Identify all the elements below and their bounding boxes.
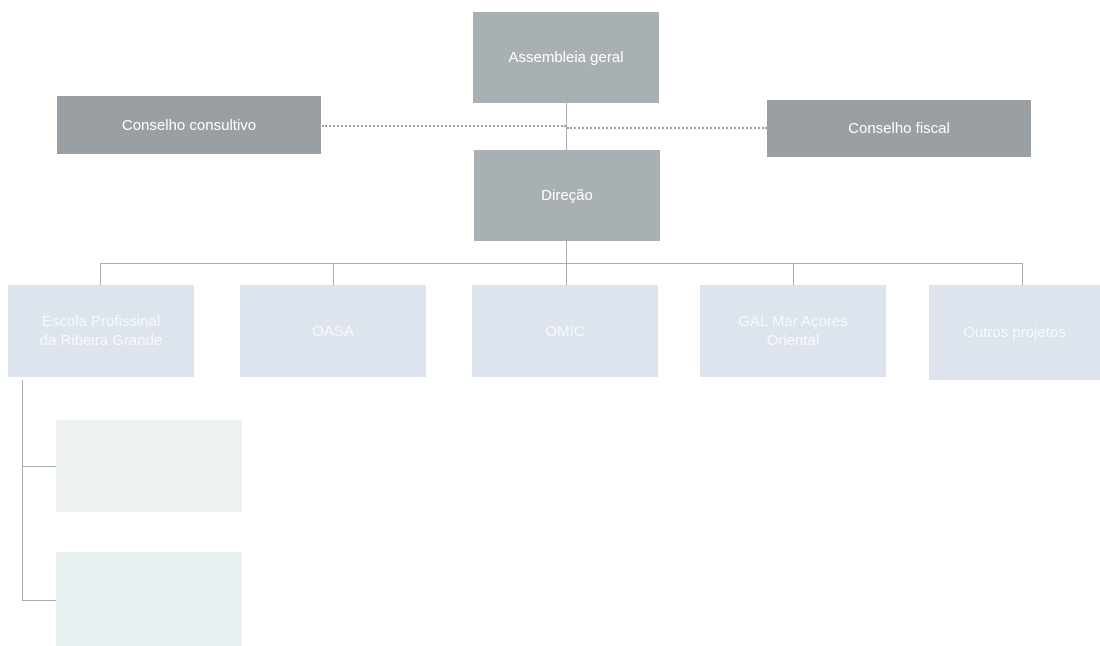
connector-units-bar bbox=[100, 263, 1023, 264]
subunit-box-2 bbox=[56, 552, 242, 646]
connector-subunit-1 bbox=[22, 466, 56, 467]
unit-box-outros-projetos: Outros projetos bbox=[929, 285, 1100, 380]
fiscal-board-box: Conselho fiscal bbox=[767, 100, 1031, 157]
connector-subunits bbox=[22, 380, 23, 600]
dotted-connector-fiscal bbox=[567, 127, 767, 129]
connector-direction-units bbox=[566, 240, 567, 264]
subunit-box-1 bbox=[56, 420, 242, 512]
advisory-board-box: Conselho consultivo bbox=[57, 96, 321, 154]
direction-box: Direção bbox=[474, 150, 660, 241]
connector-unit-2 bbox=[333, 263, 334, 285]
unit-box-omic: OMIC bbox=[472, 285, 658, 377]
assembly-box: Assembleia geral bbox=[473, 12, 659, 103]
connector-subunit-2 bbox=[22, 600, 56, 601]
connector-unit-4 bbox=[793, 263, 794, 285]
dotted-connector-advisory bbox=[322, 125, 566, 127]
connector-unit-5 bbox=[1022, 263, 1023, 285]
connector-unit-1 bbox=[100, 263, 101, 285]
unit-box-escola-profissional: Escola Profissinal da Ribeira Grande bbox=[8, 285, 194, 377]
unit-box-oasa: OASA bbox=[240, 285, 426, 377]
connector-assembly-direction bbox=[566, 103, 567, 151]
unit-box-gal-mar-acores: GAL Mar Açores Oriental bbox=[700, 285, 886, 377]
connector-unit-3 bbox=[566, 263, 567, 285]
